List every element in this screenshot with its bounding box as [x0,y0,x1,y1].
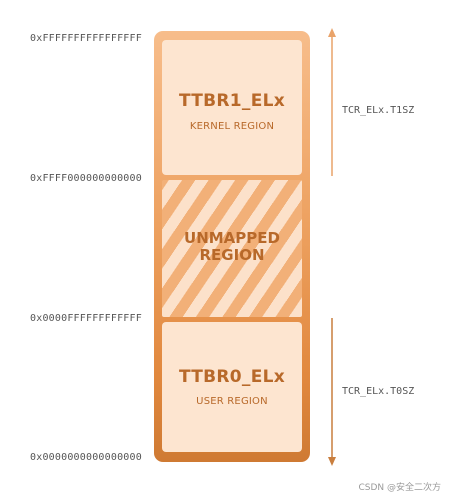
t1sz-size-label: TCR_ELx.T1SZ [342,105,415,116]
address-space-column: TTBR1_ELx KERNEL REGION UNMAPPED REGION … [154,31,310,462]
address-kernel-base-label: 0xFFFF000000000000 [30,173,142,184]
user-region-subtitle: USER REGION [196,396,268,407]
arrow-down-icon [328,457,336,466]
unmapped-region-line1: UNMAPPED [184,229,280,247]
size-arrows [328,28,336,466]
watermark-text: CSDN @安全二次方 [358,483,441,493]
lower-size-arrow [328,318,336,466]
kernel-region-subtitle: KERNEL REGION [189,121,275,132]
unmapped-region-line2: REGION [199,246,265,264]
address-user-top-label: 0x0000FFFFFFFFFFFF [30,313,142,324]
address-bottom-label: 0x0000000000000000 [30,452,142,463]
kernel-region-title: TTBR1_ELx [178,91,286,111]
arrow-up-icon [328,28,336,37]
user-region-block: TTBR0_ELx USER REGION [162,322,302,452]
user-region-title: TTBR0_ELx [178,367,286,387]
address-top-label: 0xFFFFFFFFFFFFFFFF [30,33,142,44]
upper-size-arrow [328,28,336,176]
unmapped-region-label: UNMAPPED REGION [162,230,302,264]
t0sz-size-label: TCR_ELx.T0SZ [342,386,415,397]
unmapped-region-block: UNMAPPED REGION [162,180,302,317]
kernel-region-block: TTBR1_ELx KERNEL REGION [162,40,302,175]
